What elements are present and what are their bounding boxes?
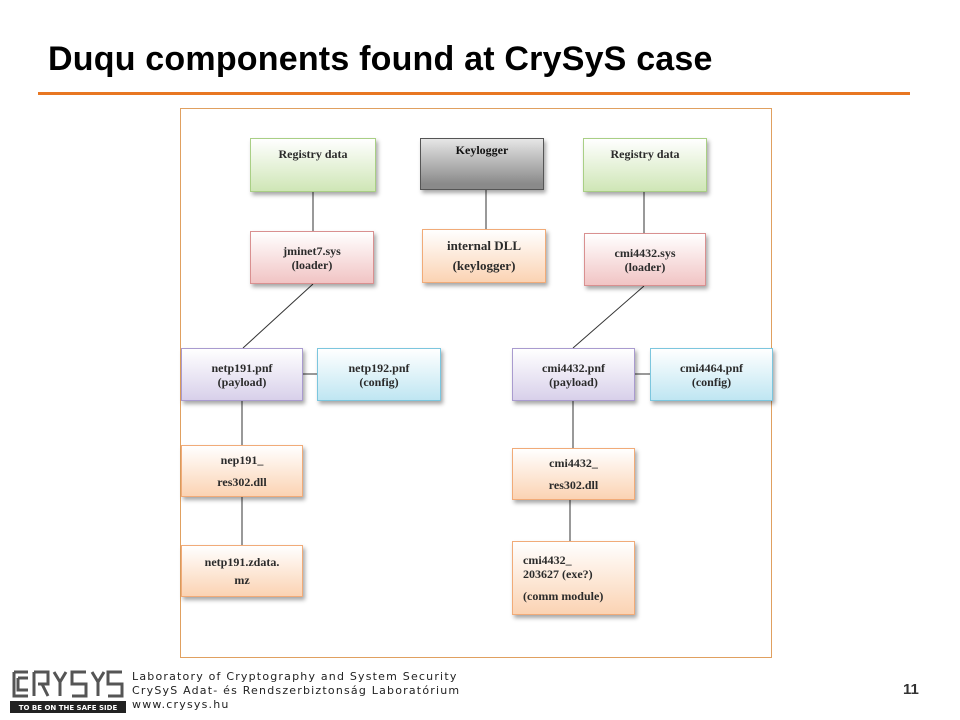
netp191-pnf-node: netp191.pnf (payload) — [181, 348, 303, 401]
jminet7-sys-node: jminet7.sys (loader) — [250, 231, 374, 284]
cmi4432-pnf-node: cmi4432.pnf (payload) — [512, 348, 635, 401]
logo-tagline: TO BE ON THE SAFE SIDE — [19, 704, 118, 712]
netp192-pnf-node: netp192.pnf (config) — [317, 348, 441, 401]
footer-text: Laboratory of Cryptography and System Se… — [132, 670, 460, 712]
slide-title: Duqu components found at CrySyS case — [48, 40, 713, 78]
page-number: 11 — [903, 681, 919, 698]
title-underline — [38, 92, 910, 95]
cmi4464-pnf-node: cmi4464.pnf (config) — [650, 348, 773, 401]
netp191-zdata-node: netp191.zdata. mz — [181, 545, 303, 597]
registry-data-left-node: Registry data — [250, 138, 376, 192]
footer-website-link[interactable]: www.crysys.hu — [132, 698, 230, 711]
internal-dll-node: internal DLL (keylogger) — [422, 229, 546, 283]
registry-data-right-node: Registry data — [583, 138, 707, 192]
crysys-logo: TO BE ON THE SAFE SIDE — [10, 668, 126, 714]
cmi4432-res302-node: cmi4432_ res302.dll — [512, 448, 635, 500]
nep191-res302-node: nep191_ res302.dll — [181, 445, 303, 497]
cmi4432-203627-node: cmi4432_ 203627 (exe?) (comm module) — [512, 541, 635, 615]
cmi4432-sys-node: cmi4432.sys (loader) — [584, 233, 706, 286]
keylogger-node: Keylogger — [420, 138, 544, 190]
footer-line-lab-name-hu: CrySyS Adat- és Rendszerbiztonság Labora… — [132, 684, 461, 697]
footer-line-lab-name: Laboratory of Cryptography and System Se… — [132, 670, 458, 683]
